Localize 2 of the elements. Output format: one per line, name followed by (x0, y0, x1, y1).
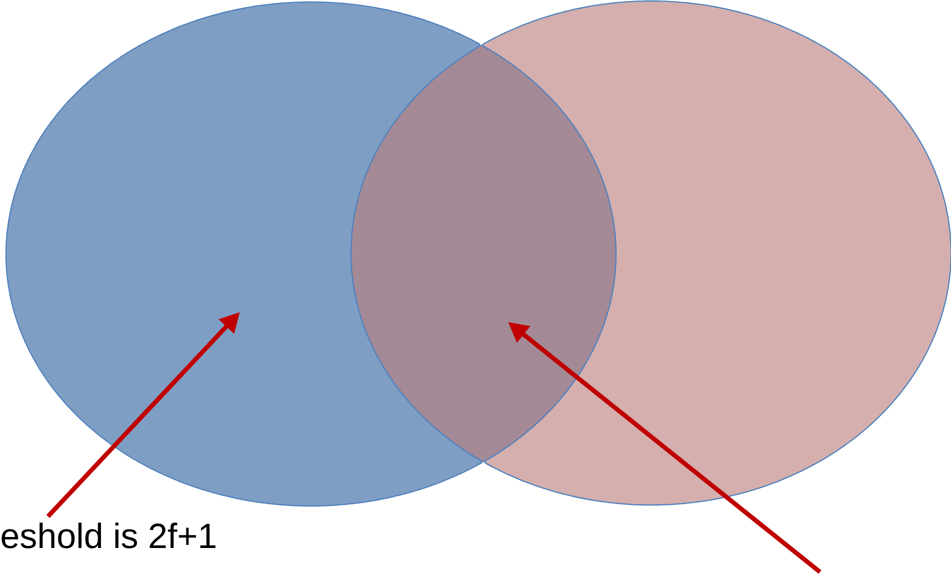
annotation-text: eshold is 2f+1 (2, 522, 216, 548)
overlap-region (350, 44, 617, 462)
